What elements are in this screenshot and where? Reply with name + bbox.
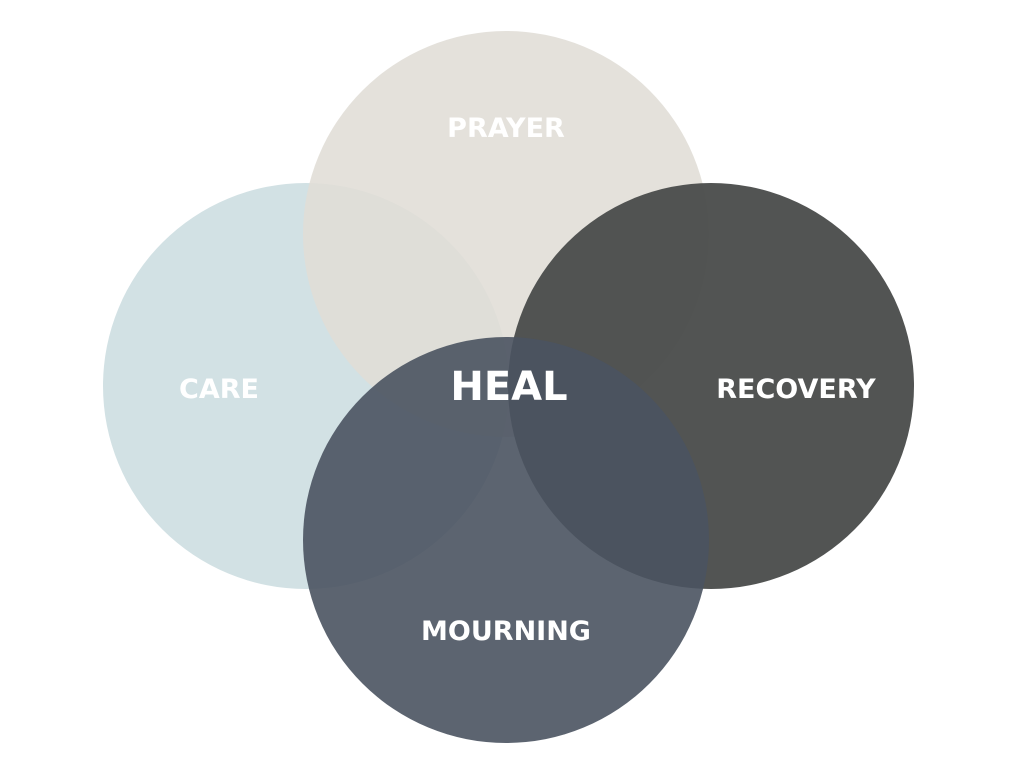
- care-label: CARE: [179, 374, 259, 405]
- recovery-label: RECOVERY: [716, 374, 876, 405]
- prayer-label: PRAYER: [447, 113, 565, 144]
- mourning-circle: [303, 337, 709, 743]
- heal-label: HEAL: [450, 364, 567, 410]
- mourning-label: MOURNING: [421, 616, 591, 647]
